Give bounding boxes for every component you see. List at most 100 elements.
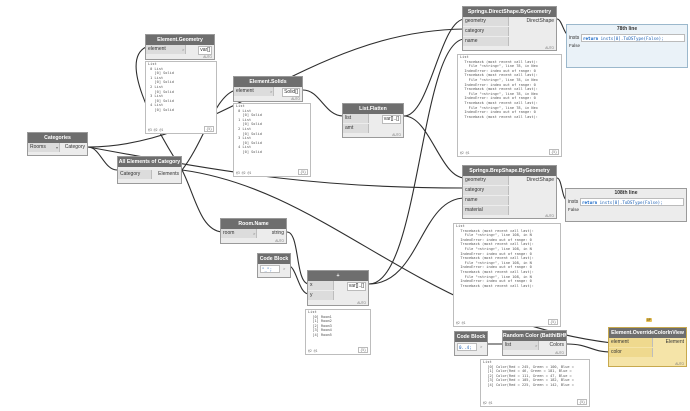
line78-result: False <box>569 43 581 48</box>
all-elements-node[interactable]: All Elements of Category Category Elemen… <box>117 156 182 184</box>
random-color-node[interactable]: Random Color (BatthiBHM) list > Colors A… <box>502 330 567 356</box>
override-badge: 8P <box>646 318 652 322</box>
list-count: {5} <box>204 126 214 132</box>
category-input[interactable]: category <box>463 27 509 36</box>
categories-node[interactable]: Categories Rooms ▾ Category <box>27 132 88 156</box>
code-block-node[interactable]: Code Block 0..4; > <box>454 331 488 356</box>
material-input[interactable]: material <box>463 206 509 215</box>
insts-port[interactable]: insts <box>569 35 580 41</box>
preview-line: IndexError: index out of range: 0 <box>456 279 532 284</box>
preview-list: List [0] Room1 [1] Room2 [2] Room3 [3] R… <box>306 310 370 338</box>
preview-line: Traceback (most recent call last): <box>456 283 534 288</box>
geometry-preview[interactable]: List 0 List [0] Solid 1 List [0] Solid 2… <box>145 61 217 134</box>
element-input[interactable]: element <box>146 45 186 54</box>
amt-input[interactable]: amt <box>343 124 369 133</box>
code-editor[interactable]: return insts[0].ToDSType(False); <box>580 198 684 206</box>
preview-line: [0] Solid <box>148 98 174 103</box>
preview-line: [0] Solid <box>148 80 174 85</box>
room-input[interactable]: room <box>221 229 257 238</box>
list-flatten-node[interactable]: List.Flatten list var[]..[] amt AUTO <box>342 103 404 138</box>
string-output[interactable]: string <box>271 230 284 236</box>
preview-line: [0] Solid <box>236 140 262 145</box>
elements-output[interactable]: Elements <box>158 171 179 177</box>
color-input[interactable]: color <box>609 348 653 357</box>
auto-label: AUTO <box>392 133 401 137</box>
line108-node[interactable]: 108th line insts return insts[0].ToDSTyp… <box>565 188 687 222</box>
element-input[interactable]: element <box>234 87 274 96</box>
insts-port[interactable]: insts <box>568 199 579 205</box>
element-output[interactable]: Element <box>665 339 684 345</box>
preview-line: 3 List <box>148 94 164 99</box>
override-color-node[interactable]: Element.OverrideColorInView element Eleme… <box>608 327 687 367</box>
element-input[interactable]: element <box>609 338 653 347</box>
code-block-input[interactable]: "_"; <box>260 265 280 273</box>
geometry-input[interactable]: geometry <box>463 17 509 26</box>
preview-line: [4] Color(Red = 225, Green = 142, Blue = <box>483 382 574 387</box>
code-text: insts[0].ToDSType(False); <box>598 36 664 41</box>
wire-elements-to-room-name <box>181 169 223 233</box>
brep-shape-preview[interactable]: List Traceback (most recent call last): … <box>453 223 561 327</box>
preview-line: 2 List <box>236 126 252 131</box>
list-levels: @2 @1 <box>308 349 318 353</box>
name-input[interactable]: name <box>463 37 509 46</box>
element-geometry-node[interactable]: Element.Geometry element > var[] AUTO <box>145 34 215 60</box>
directshape-output[interactable]: DirectShape <box>526 18 554 24</box>
code-editor[interactable]: return insts[0].ToDSType(False); <box>581 34 685 42</box>
rooms-dropdown[interactable]: Rooms <box>28 143 60 152</box>
wire-elements-to-override <box>181 169 613 344</box>
code-block-node[interactable]: Code Block "_"; > <box>257 253 291 278</box>
list-input[interactable]: list <box>503 341 539 350</box>
list-flatten-title: List.Flatten <box>343 104 403 114</box>
preview-list: List Traceback (most recent call last): … <box>454 224 560 288</box>
room-name-node[interactable]: Room.Name room > string AUTO <box>220 218 287 244</box>
solid-output[interactable]: Solid[] <box>282 88 300 97</box>
arrow-icon: > <box>480 344 483 349</box>
auto-label: AUTO <box>545 46 554 50</box>
list-input[interactable]: list <box>343 114 369 123</box>
preview-line: List <box>460 55 469 59</box>
element-solids-node[interactable]: Element.Solids element > Solid[] AUTO <box>233 76 303 102</box>
colors-preview[interactable]: List [0] Color(Red = 245, Green = 100, B… <box>480 359 590 407</box>
var-output[interactable]: var[] <box>198 46 212 55</box>
preview-line: [0] Solid <box>148 89 174 94</box>
preview-line: 3 List <box>236 136 252 141</box>
flatten-output[interactable]: var[]..[] <box>381 115 401 124</box>
auto-label: AUTO <box>555 351 564 355</box>
line78-node[interactable]: 78th line insts return insts[0].ToDSType… <box>566 24 688 68</box>
preview-line: 0 List <box>236 108 252 113</box>
category-input[interactable]: category <box>463 186 509 195</box>
preview-list: List [0] Color(Red = 245, Green = 100, B… <box>481 360 589 388</box>
category-input[interactable]: Category <box>118 170 152 179</box>
list-levels: @2 @1 <box>460 151 470 155</box>
category-output[interactable]: Category <box>64 144 85 150</box>
x-input[interactable]: x <box>308 281 334 290</box>
direct-shape-preview[interactable]: List Traceback (most recent call last): … <box>457 54 562 157</box>
auto-label: AUTO <box>291 97 300 101</box>
directshape-output[interactable]: DirectShape <box>526 177 554 183</box>
preview-line: IndexError: index out of range: 0 <box>460 82 536 87</box>
plus-preview[interactable]: List [0] Room1 [1] Room2 [2] Room3 [3] R… <box>305 309 371 355</box>
colors-output[interactable]: Colors <box>549 342 564 348</box>
solids-preview[interactable]: List 0 List [0] Solid 1 List [0] Solid 2… <box>233 103 311 177</box>
name-input[interactable]: name <box>463 196 509 205</box>
preview-line: [0] Color(Red = 245, Green = 100, Blue = <box>483 364 574 369</box>
preview-line: IndexError: index out of range: 0 <box>456 237 532 242</box>
line108-title: 108th line <box>614 190 638 196</box>
wire-categories-to-all-elements <box>87 146 118 171</box>
auto-label: AUTO <box>275 239 284 243</box>
y-input[interactable]: y <box>308 291 334 300</box>
geometry-input[interactable]: geometry <box>463 176 509 185</box>
list-count: {5} <box>358 347 368 353</box>
preview-line: [2] Color(Red = 111, Green = 47, Blue = <box>483 373 572 378</box>
override-color-title: Element.OverrideColorInView <box>609 328 686 338</box>
preview-line: List <box>456 224 465 228</box>
plus-output[interactable]: var[]..[] <box>346 282 366 291</box>
code-block-input[interactable]: 0..4; <box>457 343 477 351</box>
preview-line: File "<string>", line 108, in N <box>456 233 532 238</box>
code-keyword: return <box>582 200 598 205</box>
preview-line: [0] Solid <box>148 71 174 76</box>
chevron-down-icon: ▾ <box>56 145 59 150</box>
